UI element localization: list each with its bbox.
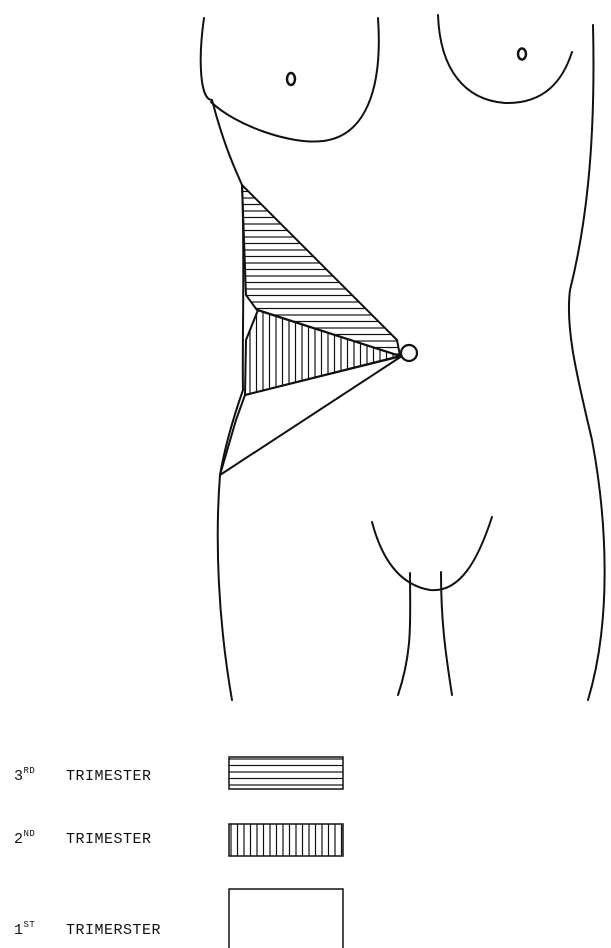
legend-swatch-blank xyxy=(228,888,344,948)
groin-curve xyxy=(372,517,492,590)
umbilicus-circle xyxy=(401,345,417,361)
right-nipple xyxy=(518,49,526,60)
legend-swatch-horizontal-hatch xyxy=(228,756,344,790)
left-nipple xyxy=(287,73,295,85)
inner-left-thigh xyxy=(398,573,410,695)
right-breast xyxy=(438,15,572,103)
right-body-outline xyxy=(569,25,605,700)
legend-swatch-vertical-hatch xyxy=(228,823,344,857)
inner-right-thigh xyxy=(441,572,452,695)
torso-diagram xyxy=(0,0,611,720)
